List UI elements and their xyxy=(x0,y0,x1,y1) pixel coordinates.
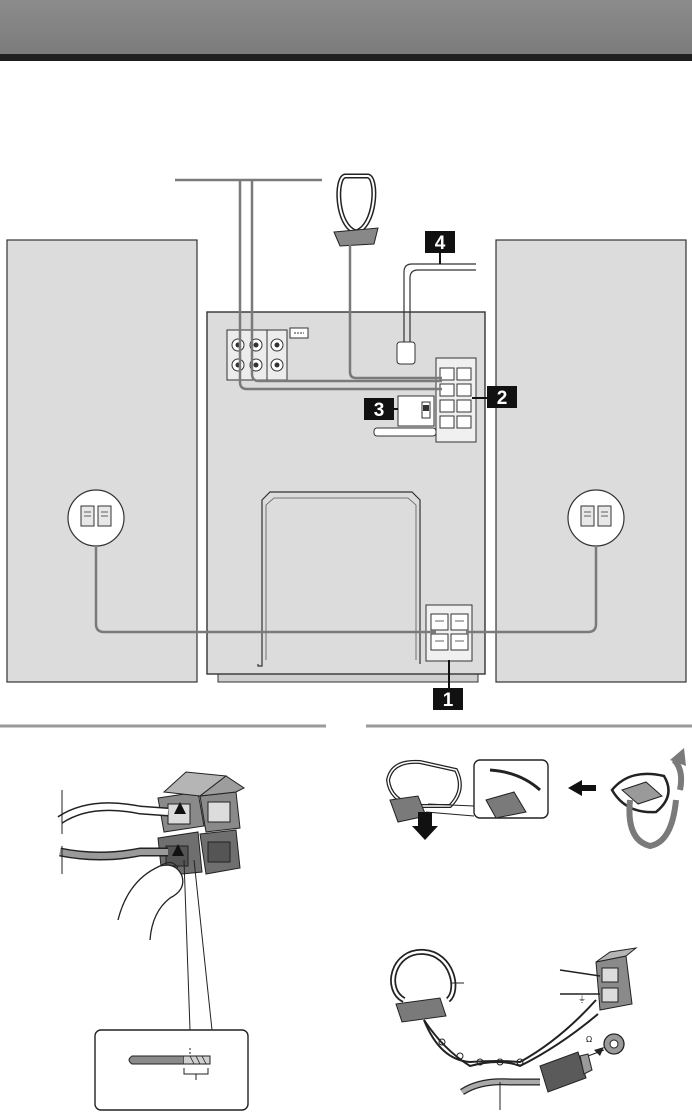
ohm-symbol: Ω xyxy=(586,1035,592,1044)
main-unit-rear xyxy=(207,312,485,682)
am-antenna-assembly-illustration: ⏚ Ω xyxy=(388,748,686,1110)
callout-3: 3 xyxy=(364,398,398,421)
callout-3-label: 3 xyxy=(374,400,385,421)
ground-symbol: ⏚ xyxy=(578,995,586,1004)
am-loop-antenna xyxy=(334,176,378,246)
left-speaker xyxy=(7,240,197,682)
callout-4: 4 xyxy=(425,231,455,264)
callout-4-label: 4 xyxy=(435,233,446,254)
callout-1-label: 1 xyxy=(443,690,454,711)
right-speaker xyxy=(496,240,686,682)
speaker-cord-illustration xyxy=(60,772,248,1110)
callout-2-label: 2 xyxy=(497,388,508,409)
